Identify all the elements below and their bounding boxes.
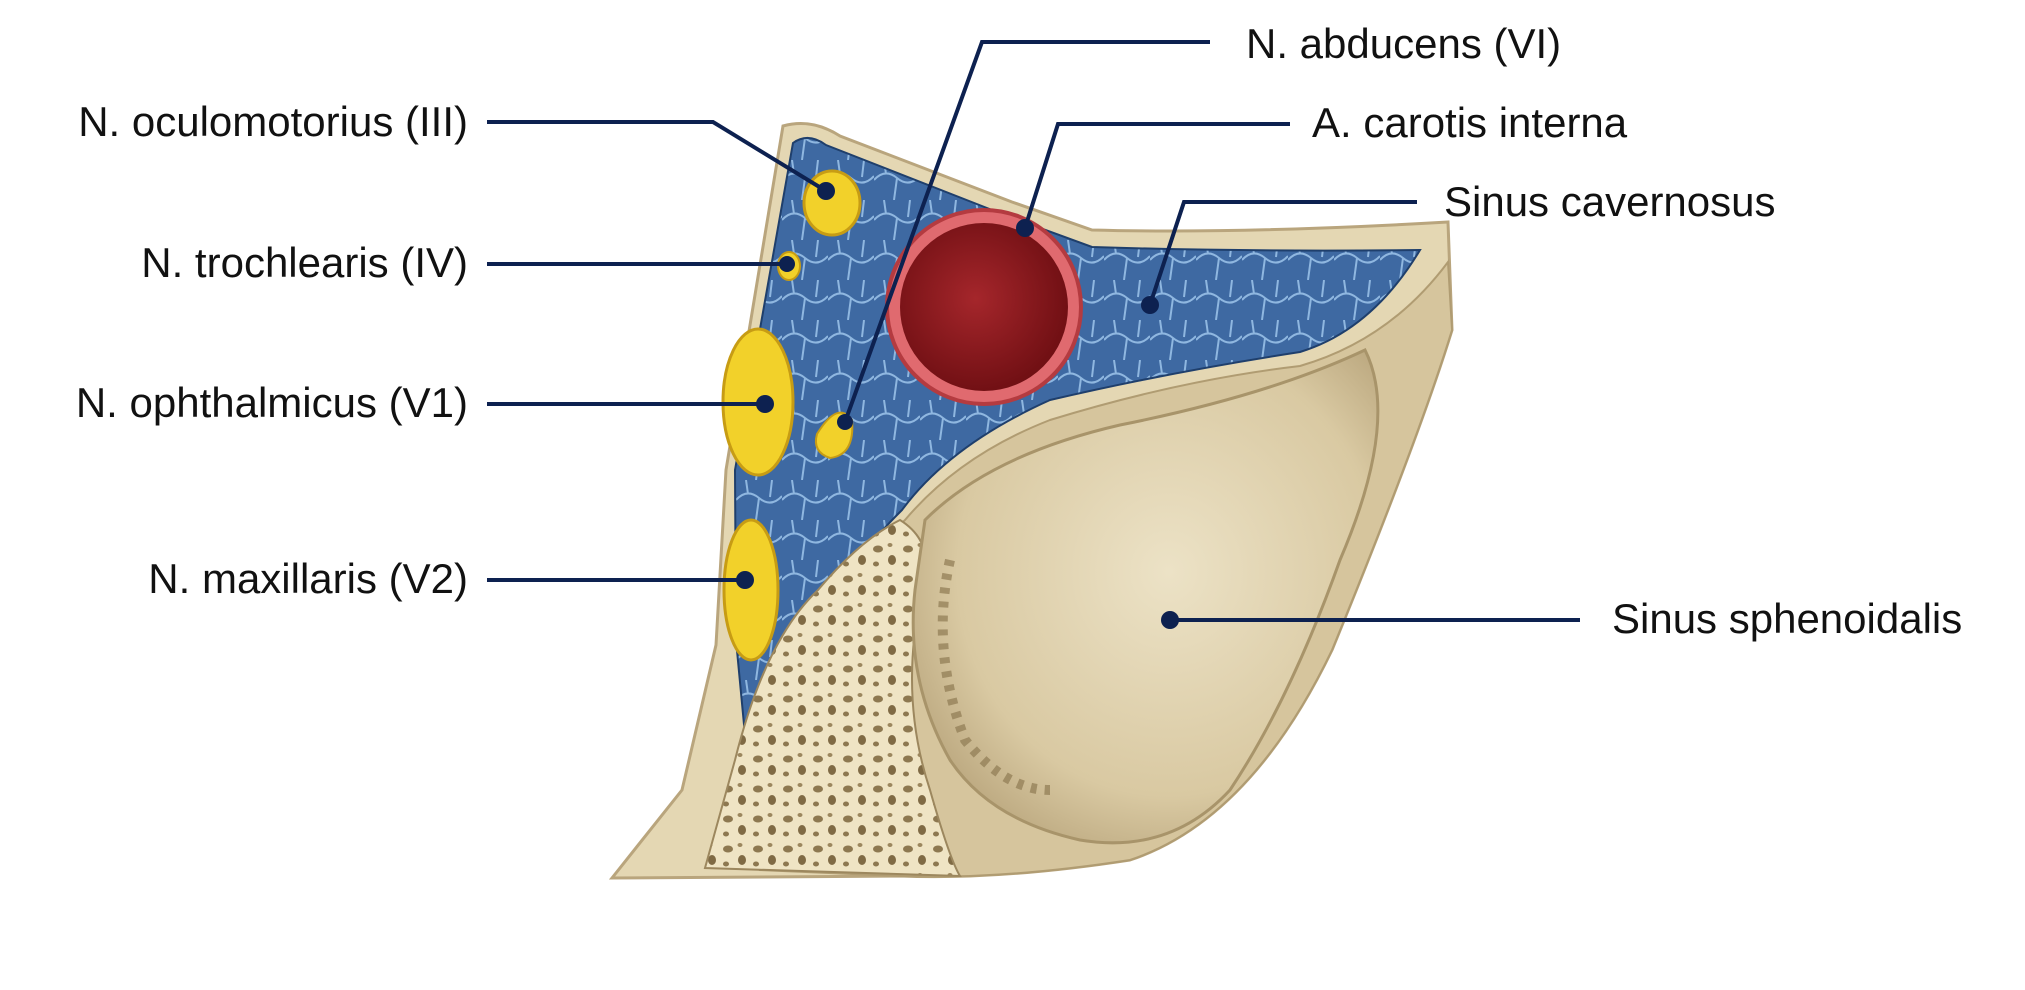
marker-maxillaris [736, 571, 754, 589]
marker-ophthalmicus [756, 395, 774, 413]
label-sphenoidalis: Sinus sphenoidalis [1612, 595, 1962, 642]
maxillary-nerve [722, 518, 780, 662]
label-carotis: A. carotis interna [1312, 99, 1628, 146]
marker-oculomotorius [817, 182, 835, 200]
leader-lines [487, 40, 1580, 622]
label-abducens: N. abducens (VI) [1246, 20, 1561, 67]
label-trochlearis: N. trochlearis (IV) [141, 239, 468, 286]
label-ophthalmicus: N. ophthalmicus (V1) [76, 379, 468, 426]
leader-abducens [843, 40, 1210, 423]
label-maxillaris: N. maxillaris (V2) [148, 555, 468, 602]
leader-cavernosus [1148, 200, 1417, 306]
marker-cavernosus [1141, 296, 1159, 314]
label-cavernosus: Sinus cavernosus [1444, 178, 1776, 225]
leader-carotis [1023, 122, 1290, 229]
marker-abducens [837, 414, 853, 430]
marker-trochlearis [779, 256, 795, 272]
label-oculomotorius: N. oculomotorius (III) [78, 98, 468, 145]
sphenoid-sinus-cavity [911, 348, 1380, 845]
marker-carotis [1016, 219, 1034, 237]
leader-oculomotorius [487, 120, 828, 193]
marker-sphenoidalis [1161, 611, 1179, 629]
